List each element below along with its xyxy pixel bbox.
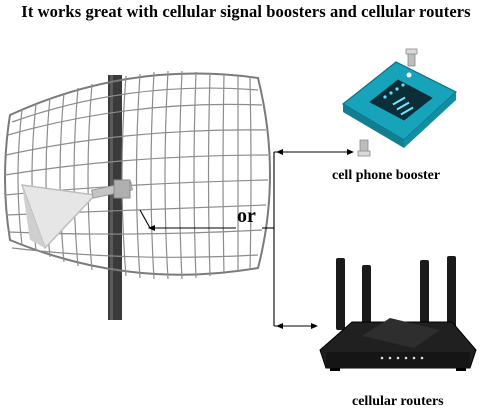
connection-lines xyxy=(139,151,352,327)
arrow-heads xyxy=(148,149,354,329)
router-label: cellular routers xyxy=(352,394,444,409)
booster-label: cell phone booster xyxy=(332,168,441,183)
signal-booster-device-icon xyxy=(341,48,458,157)
antenna-feed-horn xyxy=(20,179,133,250)
or-connector-label: or xyxy=(237,205,256,227)
wifi-router-icon xyxy=(319,256,477,371)
headline: It works great with cellular signal boos… xyxy=(21,2,471,21)
grid-parabolic-antenna-icon xyxy=(4,70,271,280)
